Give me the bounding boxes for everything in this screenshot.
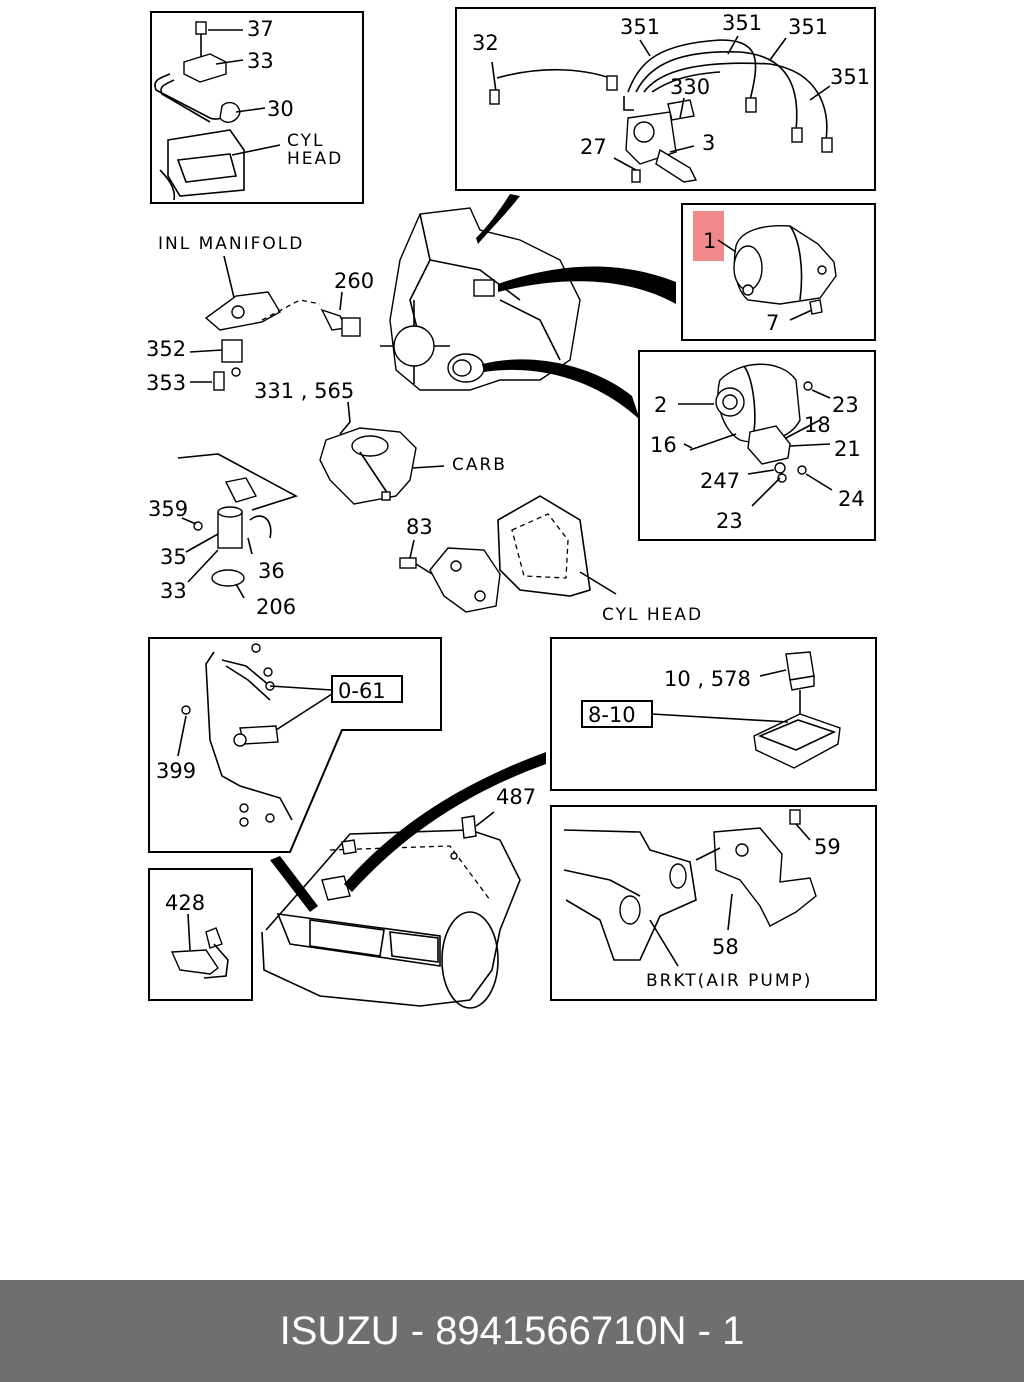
callout-352: 352 (146, 337, 186, 361)
panel-relay: 10 , 578 8-10 (550, 637, 877, 791)
callout-330: 330 (670, 75, 710, 99)
callout-428: 428 (165, 891, 205, 915)
callout-353: 353 (146, 371, 186, 395)
callout-3: 3 (702, 131, 715, 155)
footer-bar: ISUZU - 8941566710 N - 1 (0, 1280, 1024, 1382)
label-carb: CARB (452, 455, 507, 475)
panel-alternator: 2 23 18 16 21 247 24 23 (638, 350, 876, 541)
callout-7: 7 (766, 311, 779, 335)
cyl-head-group: 83 CYL HEAD (399, 495, 703, 625)
carb-group: 331 , 565 CARB (254, 379, 507, 505)
inlet-manifold-group: INL MANIFOLD 260 352 353 (146, 234, 374, 395)
callout-206: 206 (256, 595, 296, 619)
label-inl-manifold: INL MANIFOLD (158, 234, 304, 254)
starter-motor (733, 224, 837, 305)
callout-33: 33 (247, 49, 274, 73)
callout-487: 487 (496, 785, 536, 809)
callout-36: 36 (258, 559, 285, 583)
label-cyl: CYL (287, 131, 324, 151)
fuel-filter-group: 359 35 36 33 206 (148, 453, 299, 619)
callout-18: 18 (804, 413, 831, 437)
callout-24: 24 (838, 487, 865, 511)
callout-58: 58 (712, 935, 739, 959)
label-brkt-air-pump: BRKT(AIR PUMP) (646, 971, 812, 991)
callout-351b: 351 (722, 11, 762, 35)
callout-30: 30 (267, 97, 294, 121)
callout-35: 35 (160, 545, 187, 569)
footer-part-number: 8941566710 (435, 1308, 658, 1353)
callout-1: 1 (703, 229, 716, 253)
highlight-callout-1 (693, 211, 724, 261)
callout-16: 16 (650, 433, 677, 457)
footer-brand: ISUZU (279, 1308, 400, 1353)
panel-brkt: 59 58 BRKT(AIR PUMP) (550, 805, 877, 1001)
callout-359: 359 (148, 497, 188, 521)
panel-harness: 0-61 399 (148, 637, 442, 853)
callout-27: 27 (580, 135, 607, 159)
vehicle-front: 487 (261, 752, 546, 1009)
callout-247: 247 (700, 469, 740, 493)
callout-2: 2 (654, 393, 667, 417)
distributor (623, 96, 698, 183)
callout-8-10: 8-10 (588, 703, 636, 727)
callout-37: 37 (247, 17, 274, 41)
engine-assembly (380, 194, 676, 420)
callout-351a: 351 (620, 15, 660, 39)
panel-428: 428 (148, 868, 253, 1001)
panel-starter: 1 7 (681, 203, 876, 341)
callout-331-565: 331 , 565 (254, 379, 354, 403)
callout-32: 32 (472, 31, 499, 55)
footer-ref: N - 1 (657, 1308, 745, 1353)
sensor-260 (320, 308, 361, 337)
panel-ignition: 32 351 351 351 351 330 27 3 (455, 7, 876, 191)
panel-fuel-line: 37 33 30 CYL HEAD (150, 11, 364, 204)
callout-23b: 23 (716, 509, 743, 533)
callout-33b: 33 (160, 579, 187, 603)
callout-83: 83 (406, 515, 433, 539)
callout-351c: 351 (788, 15, 828, 39)
parts-diagram: 37 33 30 CYL HEAD 32 (146, 7, 877, 1009)
fan-hub (380, 300, 450, 384)
callout-260: 260 (334, 269, 374, 293)
callout-399: 399 (156, 759, 196, 783)
callout-59: 59 (814, 835, 841, 859)
callout-351d: 351 (830, 65, 870, 89)
label-head: HEAD (287, 149, 343, 169)
callout-21: 21 (834, 437, 861, 461)
callout-0-61: 0-61 (338, 679, 386, 703)
callout-10-578: 10 , 578 (664, 667, 751, 691)
callout-23a: 23 (832, 393, 859, 417)
label-cyl-head: CYL HEAD (602, 605, 703, 625)
